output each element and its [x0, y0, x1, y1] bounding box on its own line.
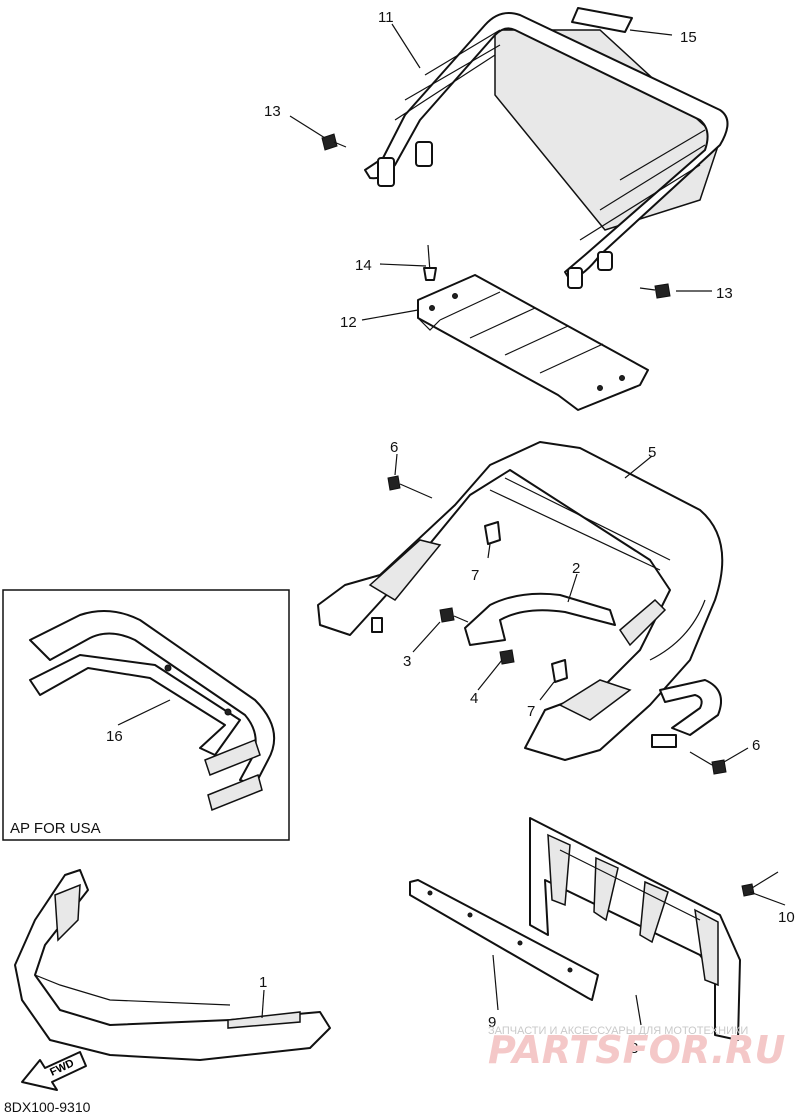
fwd-arrow: FWD: [21, 1051, 87, 1091]
watermark: ЗАПЧАСТИ И АКСЕССУАРЫ ДЛЯ МОТОТЕХНИКИ PA…: [488, 1025, 786, 1072]
part-12-floor-plate: [417, 274, 649, 411]
part-9-bracket: [409, 879, 599, 1001]
callout-16: 16: [106, 728, 123, 745]
callout-2: 2: [572, 560, 580, 577]
callout-9: 9: [488, 1014, 496, 1031]
part-6-bolt-b: [689, 751, 727, 775]
part-7-clip-b: [551, 659, 568, 683]
callout-6a: 6: [390, 439, 398, 456]
diagram-code: 8DX100-9310: [4, 1099, 91, 1115]
callout-7a: 7: [471, 567, 479, 584]
callout-15: 15: [680, 29, 697, 46]
part-5-rear-fender: [317, 441, 724, 761]
callout-1: 1: [259, 974, 267, 991]
callout-8: 8: [630, 1040, 638, 1057]
part-13-bolt-b: [639, 283, 671, 299]
callout-10: 10: [778, 909, 795, 926]
callout-6b: 6: [752, 737, 760, 754]
part-15-pad: [571, 7, 633, 33]
part-4-nut: [499, 649, 515, 665]
part-3-bolt: [439, 607, 469, 623]
part-8-mud-flap: [529, 817, 741, 1041]
callout-13b: 13: [716, 285, 733, 302]
callout-14: 14: [355, 257, 372, 274]
callout-13a: 13: [264, 103, 281, 120]
callout-11: 11: [378, 9, 394, 26]
part-14-rivet: [423, 244, 437, 281]
callout-12: 12: [340, 314, 357, 331]
watermark-caption: ЗАПЧАСТИ И АКСЕССУАРЫ ДЛЯ МОТОТЕХНИКИ: [488, 1025, 748, 1037]
watermark-brand: PARTSFOR.RU: [488, 1028, 786, 1072]
part-7-clip-a: [484, 521, 501, 545]
callout-3: 3: [403, 653, 411, 670]
callout-4: 4: [470, 690, 478, 707]
part-2-grab-bar: [464, 592, 722, 736]
inset-box: [2, 589, 290, 841]
part-11-carrier-frame: [364, 12, 729, 289]
part-1-front-bumper: [14, 869, 331, 1061]
callout-7b: 7: [527, 703, 535, 720]
inset-title: AP FOR USA: [10, 820, 101, 837]
callouts: 11 15 13 13 14 12 6 5 7 2 3 4 7 6 16 10 …: [106, 9, 795, 1057]
callout-5: 5: [648, 444, 656, 461]
part-16-bar-usa: [29, 610, 276, 812]
part-10-rivet: [741, 871, 779, 897]
part-6-bolt-a: [387, 475, 433, 499]
part-13-bolt-a: [321, 133, 347, 151]
leader-lines: [117, 23, 786, 1026]
